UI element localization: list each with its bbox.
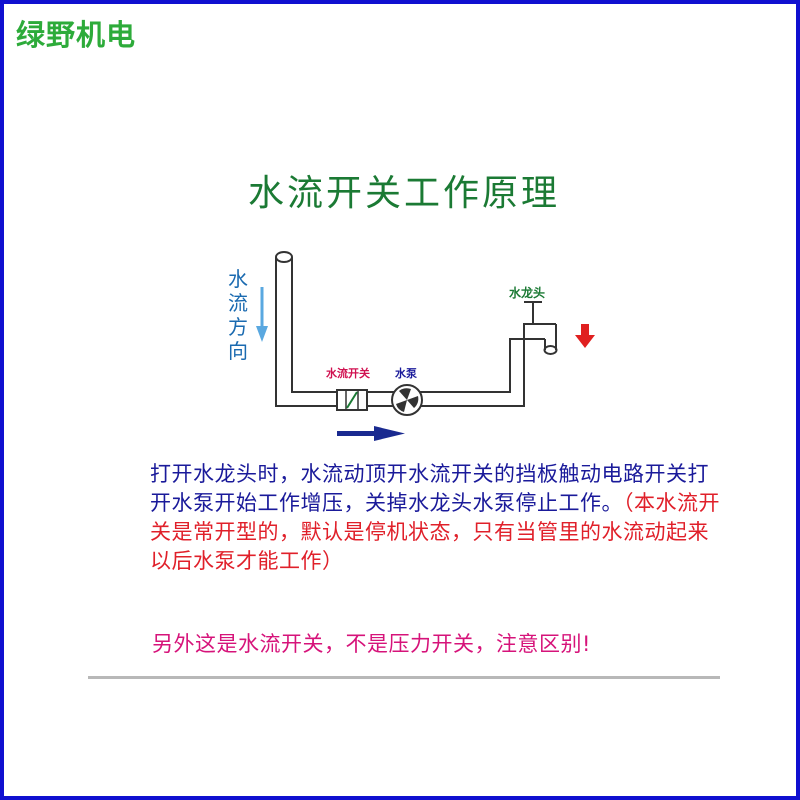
description-note-text: （本水流开关是常开型的，默认是停机状态，只有当管里的水流动起来以后水泵才能工作）	[150, 491, 720, 573]
faucet-label: 水龙头	[509, 285, 545, 300]
footer-warning-note: 另外这是水流开关，不是压力开关，注意区别!	[152, 632, 591, 656]
flow-direction-label-char-1: 水	[228, 267, 248, 291]
flow-switch-icon	[336, 389, 368, 411]
description-paragraph: 打开水龙头时，水流动顶开水流开关的挡板触动电路开关打开水泵开始工作增压，关掉水龙…	[150, 460, 730, 576]
brand-logo-text: 绿野机电	[16, 18, 137, 52]
page-title: 水流开关工作原理	[247, 173, 560, 214]
bottom-divider	[88, 676, 720, 679]
faucet-outflow-arrow-icon	[575, 324, 595, 348]
flow-down-arrow-icon	[256, 287, 268, 342]
flow-direction-label-char-4: 向	[228, 339, 248, 363]
pipe-system	[275, 251, 558, 407]
flow-switch-diagram: 水 流 方 向	[228, 251, 595, 441]
pump-label: 水泵	[395, 366, 417, 380]
flow-switch-label: 水流开关	[326, 366, 370, 380]
flow-direction-label-char-3: 方	[228, 315, 248, 339]
water-pump-icon	[391, 384, 423, 416]
faucet-handle-icon	[524, 301, 542, 324]
flow-direction-label-char-2: 流	[228, 291, 248, 315]
pump-flow-right-arrow-icon	[337, 426, 405, 441]
description-main-text: 打开水龙头时，水流动顶开水流开关的挡板触动电路开关打开水泵开始工作增压，关掉水龙…	[150, 462, 709, 515]
